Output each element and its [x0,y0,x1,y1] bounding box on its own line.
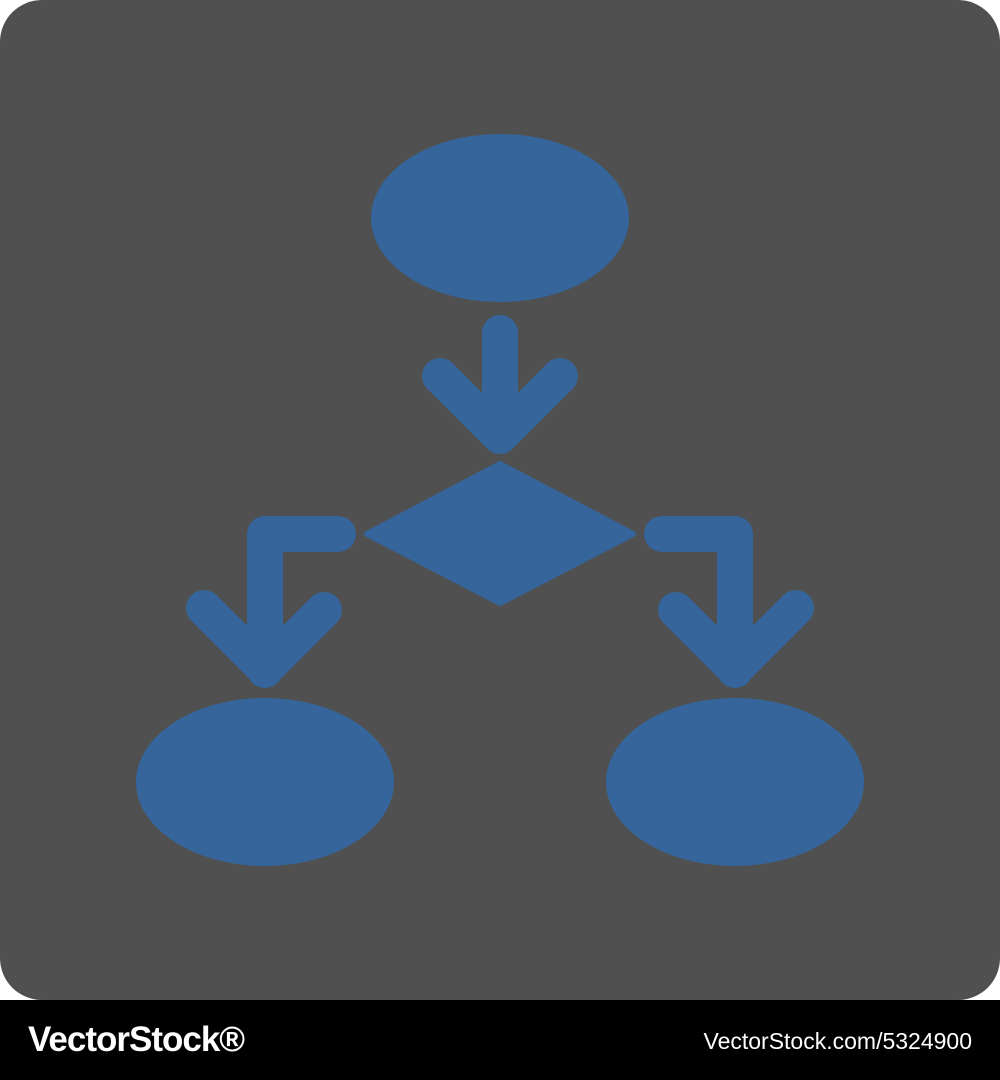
flowchart-svg [0,0,1000,1000]
start-ellipse [371,134,629,302]
arrow-left-down-icon [186,516,356,688]
vectorstock-logo: VectorStock® [28,1020,245,1059]
arrow-down-icon [422,315,578,454]
decision-diamond [364,461,636,606]
image-id-label: VectorStock.com/5324900 [703,1028,973,1054]
outcome-right-ellipse [606,698,864,866]
watermark-footer: VectorStock® VectorStock.com/5324900 [0,1000,1000,1080]
flowchart-icon [0,0,1000,1000]
outcome-left-ellipse [136,698,394,866]
arrow-right-down-icon [644,516,814,688]
